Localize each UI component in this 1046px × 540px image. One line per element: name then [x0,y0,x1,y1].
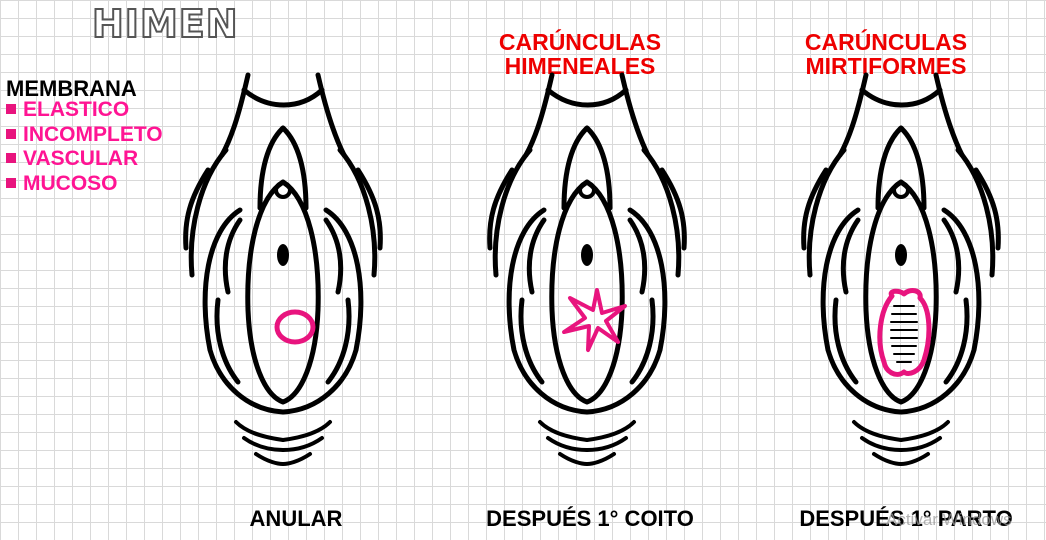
heading-carunculas-mirtiformes: CARÚNCULAS MIRTIFORMES [772,30,1000,78]
property-label: VASCULAR [23,147,139,170]
vulva-outline [183,72,383,415]
caption-anular: ANULAR [249,506,343,531]
perineum-lines [852,420,950,466]
urethral-opening-icon [895,244,907,266]
perineum-lines [234,420,332,466]
clitoris-hood-icon [578,181,596,199]
hymen-ridged-oval-shape [877,288,932,377]
heading-line: CARÚNCULAS [498,29,662,55]
hymen-ring-shape [274,309,316,345]
property-label: MUCOSO [23,171,118,195]
heading-carunculas-himeneales: CARÚNCULAS HIMENEALES [470,30,690,78]
caption-despues-coito: DESPUÉS 1° COITO [486,506,694,531]
membrana-properties-list: ELASTICO INCOMPLETO VASCULAR MUCOSO [6,98,163,196]
property-label: INCOMPLETO [23,122,163,146]
clitoris-hood-icon [892,181,910,199]
bullet-square-icon [6,177,16,188]
property-item: ELASTICO [6,98,163,123]
anatomy-figure-anular [183,72,383,466]
perineum-lines [538,420,636,466]
windows-activation-watermark: Activar Windows [886,510,1012,529]
urethral-opening-icon [581,244,593,266]
mucosal-ridges [890,305,918,363]
caption-despues-parto: DESPUÉS 1° PARTO [799,506,1013,531]
vulva-outline [487,72,687,415]
clitoris-hood-icon [274,181,292,199]
bullet-square-icon [6,104,16,114]
urethral-opening-icon [277,244,289,266]
property-item: MUCOSO [6,172,163,197]
bullet-square-icon [6,153,16,163]
property-item: VASCULAR [6,147,163,172]
diagram-title: HIMEN [91,1,239,47]
anatomy-figure-carunculas-himeneales [487,72,687,466]
heading-line: MIRTIFORMES [805,53,967,79]
vulva-outline [801,72,1001,415]
bullet-square-icon [6,128,16,139]
anatomy-figure-carunculas-mirtiformes [801,72,1001,466]
property-item: INCOMPLETO [6,123,163,148]
hymen-star-shape [562,288,627,352]
property-label: ELASTICO [23,98,130,121]
membrana-label: MEMBRANA [6,76,137,101]
heading-line: CARÚNCULAS [804,29,968,55]
heading-line: HIMENEALES [504,53,656,79]
